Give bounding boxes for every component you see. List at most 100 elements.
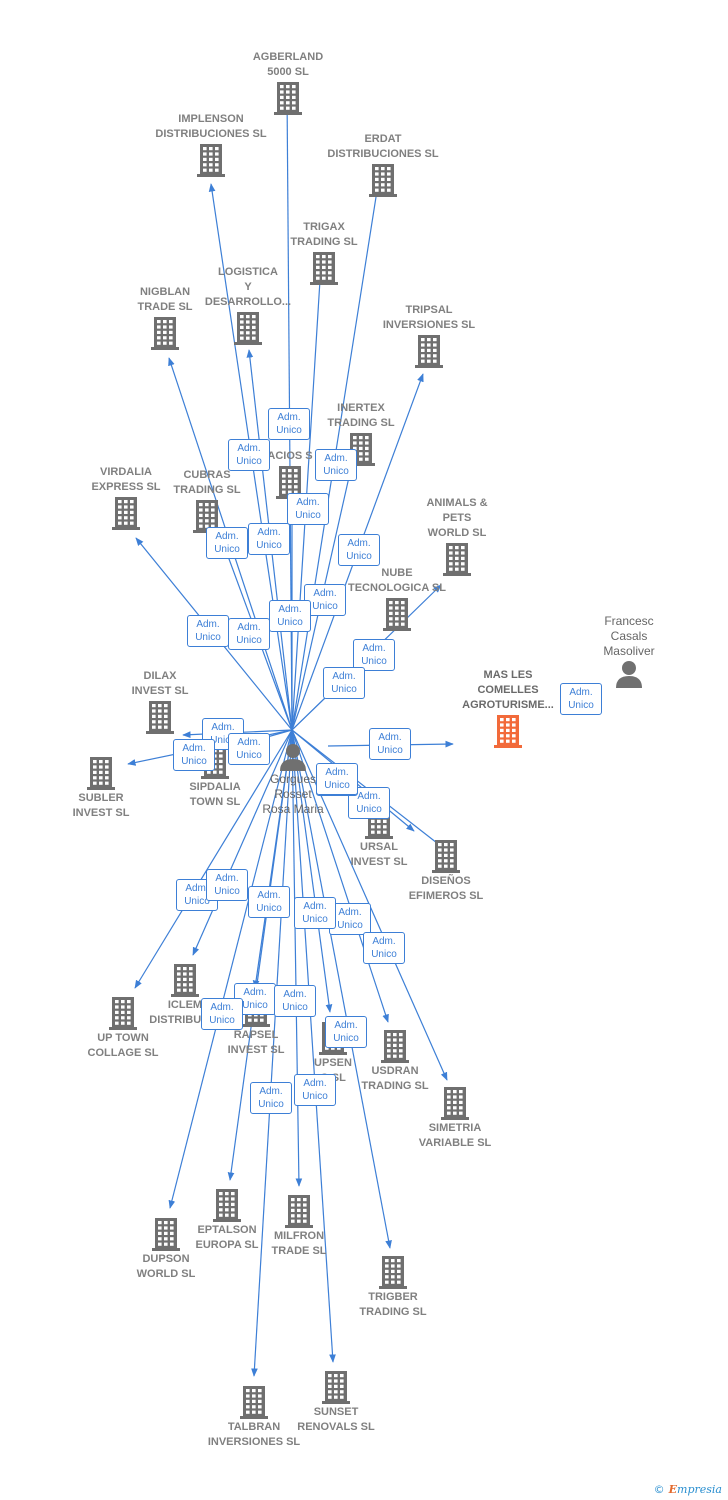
edge-role-badge-tripsal[interactable]: Adm.Unico [338, 534, 380, 566]
company-node-simetria[interactable]: SIMETRIA VARIABLE SL [380, 1085, 530, 1151]
company-name: ACIOS S [267, 450, 313, 462]
edge-role-badge-trigber[interactable]: Adm. Unico [294, 897, 336, 929]
company-node-erdat[interactable]: ERDAT DISTRIBUCIONES SL [308, 132, 458, 198]
company-node-nigblan[interactable]: NIGBLAN TRADE SL [90, 285, 240, 351]
edge-role-badge-subler[interactable]: Adm.Unico [173, 739, 215, 771]
edge-label-type: Unico [324, 780, 350, 791]
copyright-symbol: © [653, 1483, 665, 1496]
edge-role-badge-erdat[interactable]: Adm.Unico [315, 449, 357, 481]
building-icon [494, 715, 522, 748]
edge-role-badge-cubras[interactable]: Adm.Unico [228, 618, 270, 650]
edge-label-type: Unico [356, 804, 382, 815]
edge-role-badge-milfron[interactable]: Adm.Unico [274, 985, 316, 1017]
edge-label-type: Unico [361, 656, 387, 667]
building-icon [152, 1218, 180, 1251]
edge-role-badge-sunset[interactable]: Adm.Unico [294, 1074, 336, 1106]
edge-role-badge-extra[interactable]: Adm. Unico [316, 763, 358, 795]
edge-role-badge-eptalson[interactable]: Adm.Unico [248, 886, 290, 918]
edge-label-type: Unico [333, 1033, 359, 1044]
company-node-milfron[interactable]: MILFRON TRADE SL [224, 1193, 374, 1259]
company-node-virdalia[interactable]: VIRDALIA EXPRESS SL [51, 465, 201, 531]
company-node-eptalson[interactable]: EPTALSON EUROPA SL [152, 1187, 302, 1253]
building-icon [146, 701, 174, 734]
edge-talbran [251, 729, 293, 1377]
company-node-usdran[interactable]: USDRAN TRADING SL [320, 1028, 470, 1094]
brand-initial: E [668, 1483, 678, 1496]
company-node-logistica[interactable]: LOGISTICA Y DESARROLLO... [173, 265, 323, 346]
edge-label-role: Adm. [277, 412, 301, 423]
company-node-dupson[interactable]: DUPSON WORLD SL [91, 1216, 241, 1282]
company-node-subler[interactable]: SUBLER INVEST SL [26, 755, 176, 821]
edge-role-badge-iclem[interactable]: Adm.Unico [206, 869, 248, 901]
other-person-node[interactable]: Francesc Casals Masoliver [554, 614, 704, 689]
edge-label-type: Unico [209, 1015, 235, 1026]
edge-role-badge-talbran[interactable]: Adm.Unico [250, 1082, 292, 1114]
center-person-node[interactable]: Gorgues Rosset Rosa Maria [218, 742, 368, 817]
empresia-credit[interactable]: ©Empresia [654, 1483, 722, 1496]
edge-role-badge-logistica[interactable]: Adm.Unico [248, 523, 290, 555]
edge-label-type: Unico [236, 750, 262, 761]
edge-role-badge-agberland[interactable]: Adm.Unico [268, 408, 310, 440]
building-icon [112, 497, 140, 530]
company-node-dilax[interactable]: DILAX INVEST SL [85, 669, 235, 735]
edge-label-type: Unico [302, 914, 328, 925]
building-icon [432, 840, 460, 873]
edge-role-badge-implenson[interactable]: Adm.Unico [228, 439, 270, 471]
edge-role-badge-acios[interactable]: Adm.Unico [269, 600, 311, 632]
company-node-tripsal[interactable]: TRIPSAL INVERSIONES SL [354, 303, 504, 369]
edge-role-badge-sipdalia[interactable]: Adm. Unico [228, 733, 270, 765]
company-node-animals[interactable]: ANIMALS & PETS WORLD SL [382, 496, 532, 577]
company-node-trigber[interactable]: TRIGBER TRADING SL [318, 1254, 468, 1320]
edge-label-type: Unico [323, 466, 349, 477]
edge-label-role: Adm. [257, 527, 281, 538]
edge-label-role: Adm. [325, 767, 349, 778]
edge-role-badge-simetria[interactable]: Adm.Unico [363, 932, 405, 964]
company-node-sunset[interactable]: SUNSET RENOVALS SL [261, 1369, 411, 1435]
edge-label-role: Adm. [303, 1078, 327, 1089]
edge-label-role: Adm. [237, 737, 261, 748]
edge-role-badge-upsen[interactable]: Adm.Unico [325, 1016, 367, 1048]
focus-company-node[interactable]: MAS LES COMELLES AGROTURISME... [433, 668, 583, 749]
edge-label-role: Adm. [257, 890, 281, 901]
edge-role-badge-dupson[interactable]: Adm.Unico [201, 998, 243, 1030]
edge-label-role: Adm. [303, 901, 327, 912]
building-icon [213, 1189, 241, 1222]
company-node-trigax[interactable]: TRIGAX TRADING SL [249, 220, 399, 286]
company-name: SUNSET RENOVALS SL [297, 1406, 375, 1433]
edge-role-badge-trigax[interactable]: Adm.Unico [287, 493, 329, 525]
company-node-nube[interactable]: NUBE TECNOLOGICA SL [322, 566, 472, 632]
company-name: DISEÑOS EFIMEROS SL [408, 875, 484, 902]
edge-label-role: Adm. [569, 687, 593, 698]
edge-role-badge-usdran[interactable]: Adm.Unico [329, 903, 371, 935]
edge-label-role: Adm. [296, 497, 320, 508]
edge-label-type: Unico [377, 745, 403, 756]
edge-role-badge-focus-company[interactable]: Adm.Unico [369, 728, 411, 760]
company-name: AGBERLAND 5000 SL [252, 51, 324, 78]
edge-usdran [291, 729, 389, 1023]
company-name: INERTEX TRADING SL [327, 402, 395, 429]
edge-role-badge-virdalia[interactable]: Adm.Unico [187, 615, 229, 647]
building-icon [240, 1386, 268, 1419]
edge-role-badge-ursal[interactable]: Adm.Unico [348, 787, 390, 819]
edge-label-role: Adm. [185, 883, 209, 894]
company-node-implenson[interactable]: IMPLENSON DISTRIBUCIONES SL [136, 112, 286, 178]
edge-label-type: Unico [371, 949, 397, 960]
company-node-uptown[interactable]: UP TOWN COLLAGE SL [48, 995, 198, 1061]
building-icon [274, 82, 302, 115]
edge-role-badge-animals[interactable]: Adm.Unico [353, 639, 395, 671]
edge-label-type: Unico [568, 700, 594, 711]
edge-label-role: Adm. [283, 989, 307, 1000]
edge-role-badge-inertex[interactable]: Adm.Unico [304, 584, 346, 616]
edge-label-type: Unico [258, 1099, 284, 1110]
focus-company-name: MAS LES COMELLES AGROTURISME... [462, 669, 554, 711]
company-node-talbran[interactable]: TALBRAN INVERSIONES SL [179, 1384, 329, 1450]
edge-role-badge-nube[interactable]: Adm.Unico [323, 667, 365, 699]
edge-label-role: Adm. [347, 538, 371, 549]
company-name: ANIMALS & PETS WORLD SL [426, 497, 488, 539]
edge-role-badge-other-person[interactable]: Adm. Unico [560, 683, 602, 715]
company-node-agberland[interactable]: AGBERLAND 5000 SL [213, 50, 363, 116]
edge-label-type: Unico [195, 632, 221, 643]
edge-role-badge-nigblan[interactable]: Adm.Unico [206, 527, 248, 559]
company-node-disenos[interactable]: DISEÑOS EFIMEROS SL [371, 838, 521, 904]
edge-label-type: Unico [236, 456, 262, 467]
